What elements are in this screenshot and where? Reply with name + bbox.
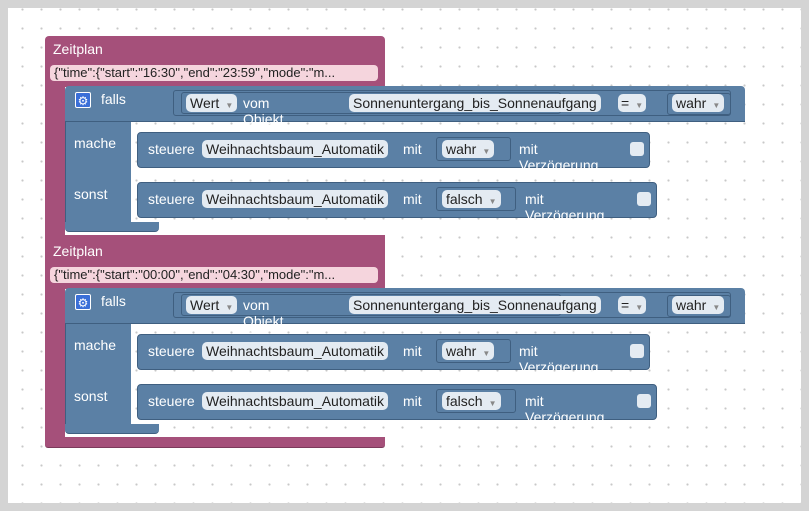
delay-label: mit Verzögerung	[519, 343, 599, 375]
gear-icon[interactable]: ⚙	[75, 92, 91, 108]
control-label: steuere	[148, 191, 195, 207]
control-block-then[interactable]	[137, 334, 650, 370]
if-else-block-body	[65, 324, 131, 430]
control-label: steuere	[148, 343, 195, 359]
if-else-block-body	[65, 122, 131, 228]
chevron-down-icon: ▼	[482, 147, 491, 156]
chevron-down-icon: ▼	[488, 197, 497, 206]
chevron-down-icon: ▼	[225, 101, 234, 110]
then-label: mache	[74, 337, 117, 353]
else-label: sonst	[74, 388, 108, 404]
chevron-down-icon: ▼	[635, 303, 644, 312]
then-value-dropdown[interactable]: wahr▼	[442, 140, 495, 158]
if-label: falls	[101, 293, 126, 309]
target-object-field[interactable]: Weihnachtsbaum_Automatik	[202, 392, 388, 410]
object-id-label: vom Objekt ID	[243, 95, 284, 143]
if-else-block-footer	[65, 424, 159, 434]
chevron-down-icon: ▼	[482, 349, 491, 358]
blockly-workspace[interactable]: Zeitplan {"time":{"start":"16:30","end":…	[8, 8, 801, 503]
schedule-block-body	[45, 289, 65, 437]
schedule-title: Zeitplan	[53, 41, 103, 57]
compare-value-dropdown[interactable]: wahr▼	[672, 94, 725, 112]
schedule-title: Zeitplan	[53, 243, 103, 259]
object-id-label: vom Objekt ID	[243, 297, 284, 345]
target-object-field[interactable]: Weihnachtsbaum_Automatik	[202, 140, 388, 158]
then-value-dropdown[interactable]: wahr▼	[442, 342, 495, 360]
delay-label: mit Verzögerung	[525, 393, 605, 425]
chevron-down-icon: ▼	[712, 101, 721, 110]
schedule-block-body	[45, 87, 65, 235]
delay-label: mit Verzögerung	[525, 191, 605, 223]
operator-dropdown[interactable]: =▼	[618, 94, 647, 112]
gear-icon[interactable]: ⚙	[75, 294, 91, 310]
value-dropdown[interactable]: Wert▼	[186, 296, 238, 314]
schedule-time-field[interactable]: {"time":{"start":"16:30","end":"23:59","…	[50, 65, 378, 81]
value-dropdown[interactable]: Wert▼	[186, 94, 238, 112]
delay-checkbox[interactable]	[630, 142, 644, 156]
with-label: mit	[403, 393, 422, 409]
else-value-dropdown[interactable]: falsch▼	[442, 392, 501, 410]
with-label: mit	[403, 191, 422, 207]
schedule-time-field[interactable]: {"time":{"start":"00:00","end":"04:30","…	[50, 267, 378, 283]
object-id-field[interactable]: Sonnenuntergang_bis_Sonnenaufgang	[349, 94, 601, 112]
target-object-field[interactable]: Weihnachtsbaum_Automatik	[202, 190, 388, 208]
operator-dropdown[interactable]: =▼	[618, 296, 647, 314]
compare-value-dropdown[interactable]: wahr▼	[672, 296, 725, 314]
chevron-down-icon: ▼	[225, 303, 234, 312]
delay-label: mit Verzögerung	[519, 141, 599, 173]
schedule-block-footer	[45, 437, 385, 448]
control-label: steuere	[148, 141, 195, 157]
chevron-down-icon: ▼	[712, 303, 721, 312]
control-block-else[interactable]	[137, 384, 657, 420]
with-label: mit	[403, 343, 422, 359]
else-label: sonst	[74, 186, 108, 202]
then-label: mache	[74, 135, 117, 151]
else-value-dropdown[interactable]: falsch▼	[442, 190, 501, 208]
chevron-down-icon: ▼	[488, 399, 497, 408]
delay-checkbox[interactable]	[630, 344, 644, 358]
if-label: falls	[101, 91, 126, 107]
if-else-block-footer	[65, 222, 159, 232]
delay-checkbox[interactable]	[637, 192, 651, 206]
control-label: steuere	[148, 393, 195, 409]
target-object-field[interactable]: Weihnachtsbaum_Automatik	[202, 342, 388, 360]
object-id-field[interactable]: Sonnenuntergang_bis_Sonnenaufgang	[349, 296, 601, 314]
with-label: mit	[403, 141, 422, 157]
delay-checkbox[interactable]	[637, 394, 651, 408]
chevron-down-icon: ▼	[635, 101, 644, 110]
